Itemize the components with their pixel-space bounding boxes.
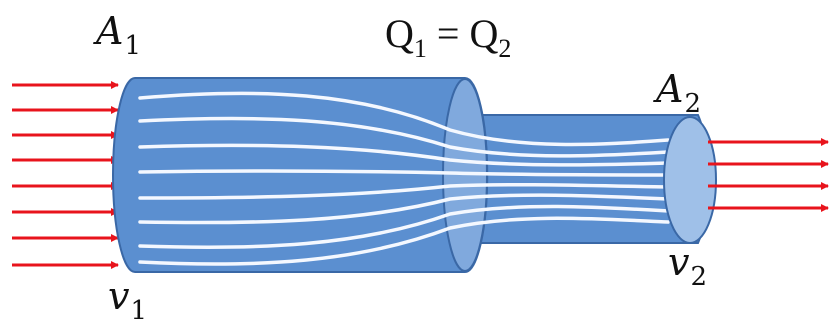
velocity-1-symbol: v: [108, 274, 130, 318]
streamline: [138, 169, 670, 177]
streamline: [138, 116, 670, 158]
flow-q1-subscript: 1: [413, 34, 427, 63]
flow-equals: =: [426, 11, 470, 56]
flow-q2-subscript: 2: [498, 34, 512, 63]
velocity-1-subscript: 1: [130, 296, 148, 326]
area-2-label: A2: [656, 67, 701, 117]
streamline: [138, 193, 670, 225]
inlet-arrows: [12, 81, 119, 269]
streamlines: [138, 91, 670, 266]
flow-equation: Q1 = Q2: [385, 11, 511, 62]
flow-q1: Q: [385, 11, 414, 56]
area-2-symbol: A: [656, 67, 684, 111]
velocity-2-symbol: v: [668, 240, 690, 284]
area-1-label: A1: [96, 9, 141, 59]
streamline: [138, 182, 670, 200]
area-1-subscript: 1: [124, 31, 141, 61]
streamline: [138, 216, 670, 266]
streamline: [138, 91, 670, 147]
velocity-1-label: v1: [108, 274, 147, 324]
area-1-symbol: A: [96, 9, 124, 53]
flow-q2: Q: [469, 11, 499, 56]
streamline: [138, 143, 670, 167]
velocity-2-subscript: 2: [690, 262, 708, 292]
velocity-2-label: v2: [668, 240, 707, 290]
outlet-arrows: [708, 138, 829, 212]
streamline: [138, 204, 670, 250]
outlet-face: [663, 116, 717, 244]
area-2-subscript: 2: [684, 89, 701, 119]
